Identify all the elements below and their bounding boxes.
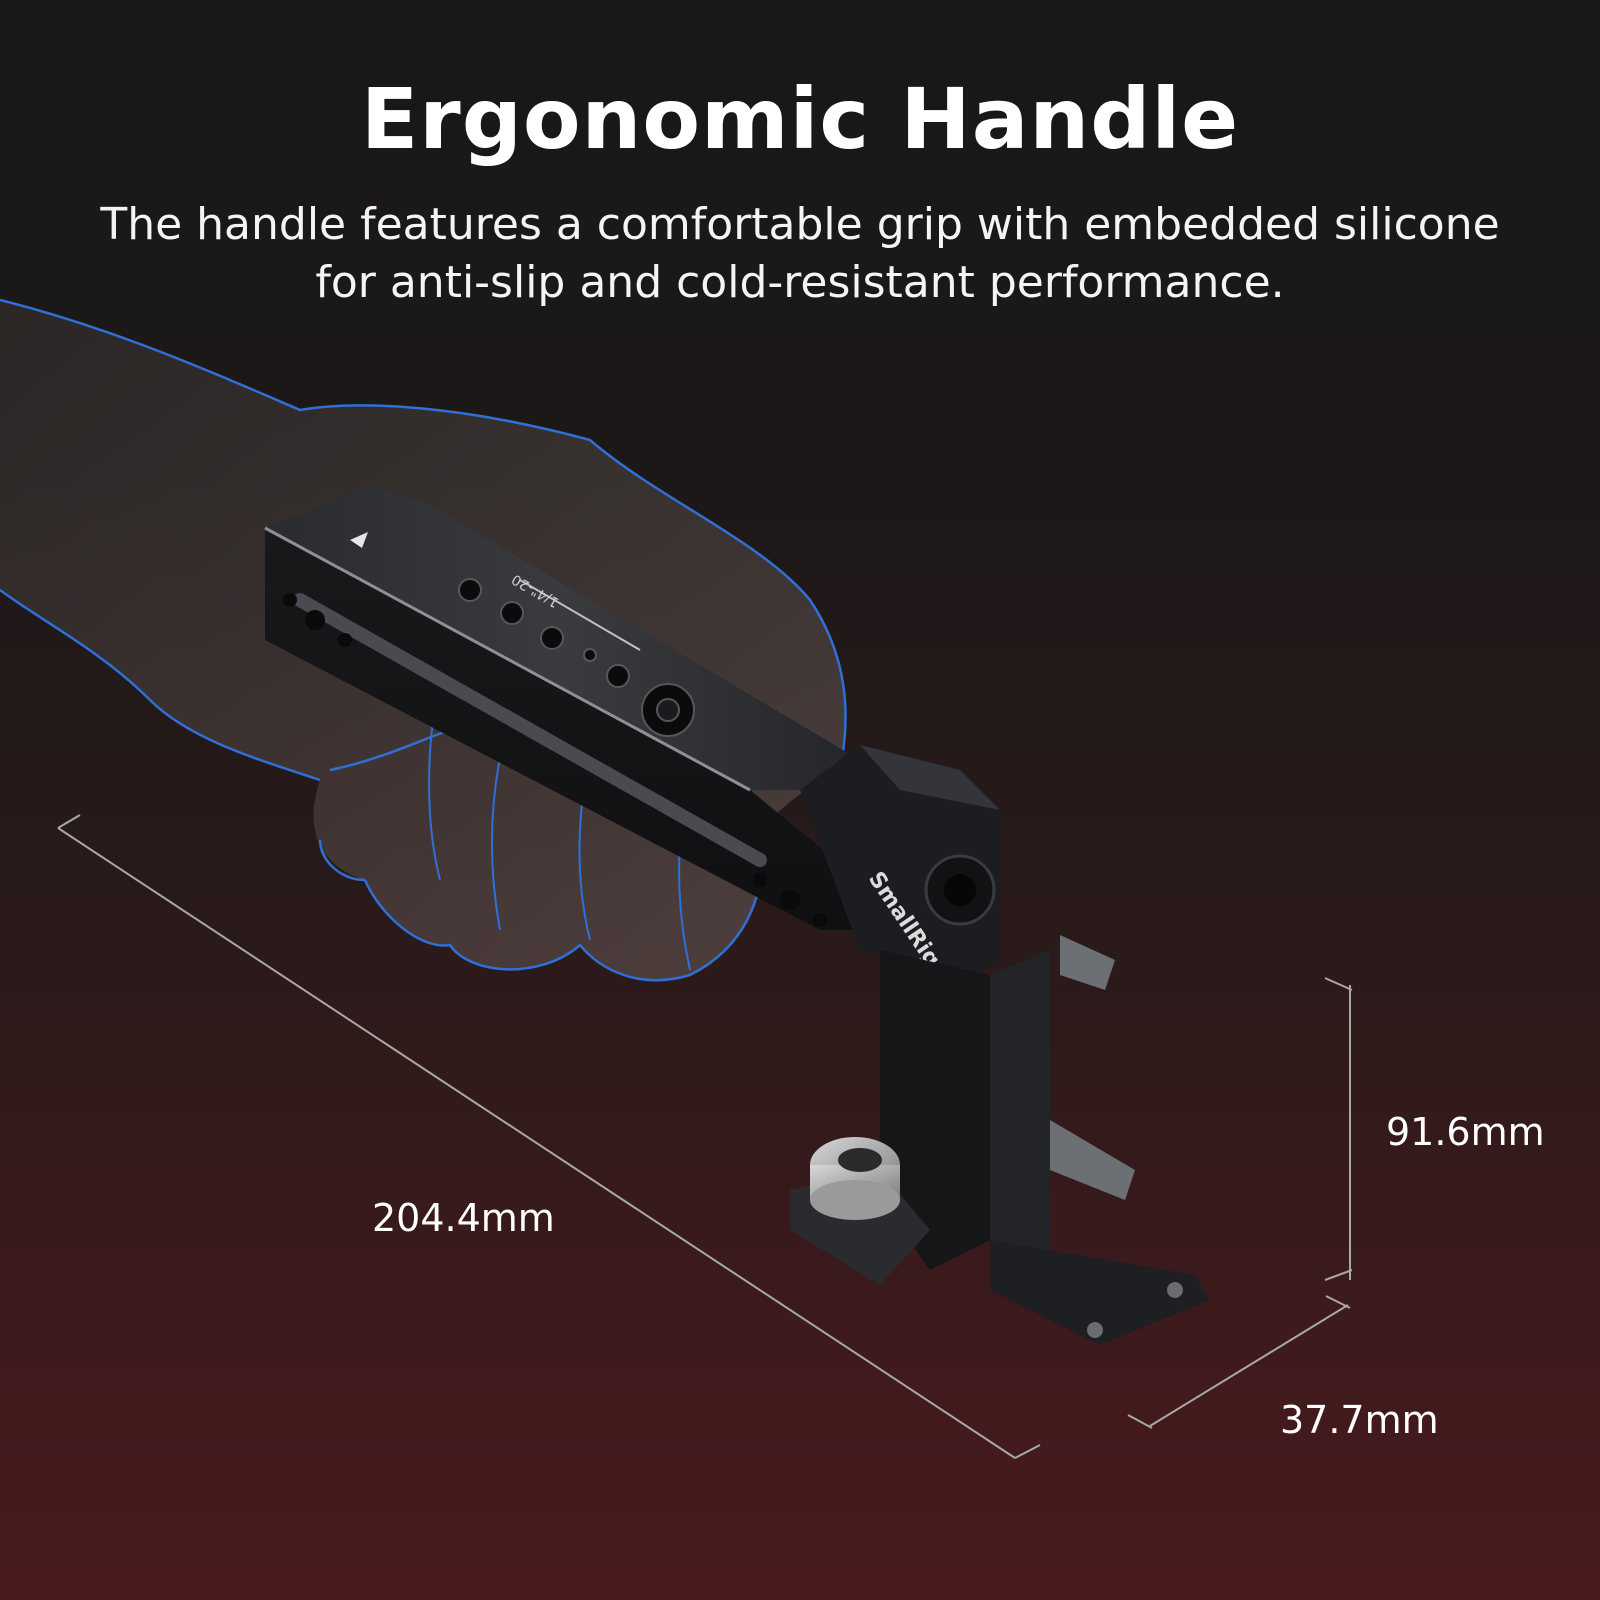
length-dimension-line (57, 827, 1016, 1459)
height-label: 91.6mm (1386, 1110, 1545, 1154)
subtitle-line-2: for anti-slip and cold-resistant perform… (315, 257, 1285, 308)
page-subtitle: The handle features a comfortable grip w… (60, 196, 1540, 312)
handle-body: 1/4"-20 (264, 485, 910, 930)
subtitle-line-1: The handle features a comfortable grip w… (100, 199, 1500, 250)
width-label: 37.7mm (1280, 1398, 1439, 1442)
dimension-lines (57, 814, 1353, 1459)
width-dimension-line (1149, 1304, 1349, 1427)
handle-mount: SmallRig (790, 745, 1210, 1345)
page-title: Ergonomic Handle (360, 70, 1240, 168)
length-label: 204.4mm (372, 1196, 555, 1240)
